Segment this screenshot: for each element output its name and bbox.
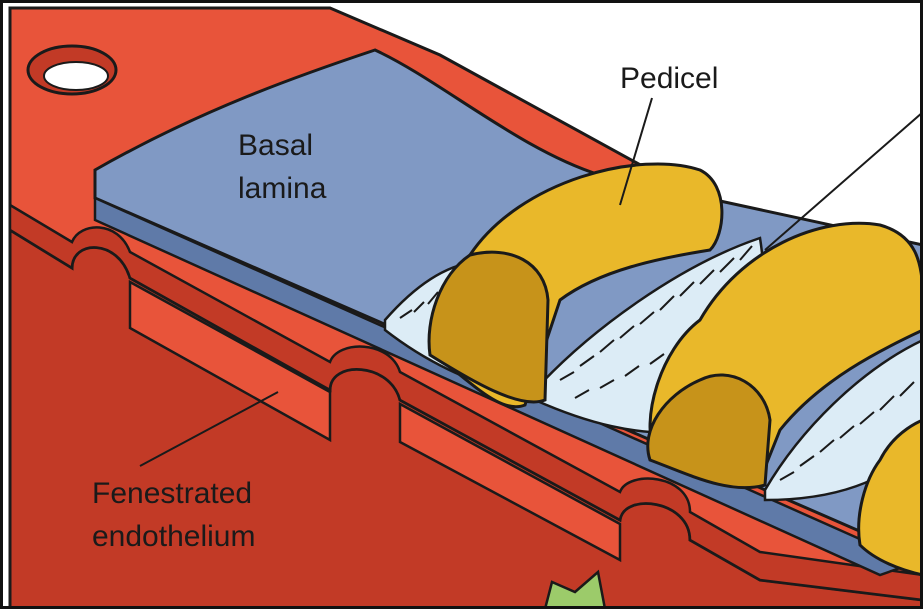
label-pedicel: Pedicel — [620, 62, 718, 95]
label-basal: Basal — [238, 129, 313, 162]
fenestration-pore-opening — [44, 62, 108, 90]
label-fenestrated: Fenestrated — [92, 477, 252, 510]
label-endothelium: endothelium — [92, 520, 255, 553]
label-lamina: lamina — [238, 172, 327, 205]
